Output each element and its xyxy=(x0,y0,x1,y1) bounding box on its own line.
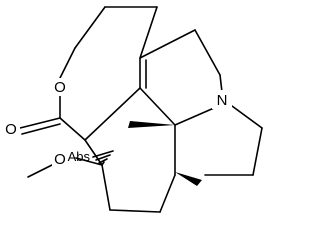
bond-ome-ch3 xyxy=(27,164,53,178)
bond-c1-c12 xyxy=(74,6,106,49)
bond-n-c13 xyxy=(174,107,215,126)
bond-c9-c13 xyxy=(139,87,176,126)
ring-oxygen-label: O xyxy=(54,79,66,96)
bond-c12-oring xyxy=(59,47,76,79)
structure-canvas: O O N O Abs xyxy=(5,6,263,213)
bond-c6-c7 xyxy=(252,127,263,176)
bond-c5-n xyxy=(219,74,223,93)
wedge-bond-c13 xyxy=(128,121,175,128)
wedge-bond-c8 xyxy=(175,172,202,186)
bond-c15-c16 xyxy=(101,164,111,211)
bond-c4-c5 xyxy=(194,29,221,76)
bond-c8-c14 xyxy=(159,174,176,213)
stereo-abs-label: Abs xyxy=(68,149,91,164)
methoxy-oxygen-label: O xyxy=(54,151,66,168)
bond-c3-c4 xyxy=(139,29,196,59)
bond-c2-c3 xyxy=(139,6,158,59)
bond-c14-c15 xyxy=(109,209,161,213)
bond-c11-co-double xyxy=(21,123,61,135)
hash-bond-c16 xyxy=(92,150,114,166)
nitrogen-label: N xyxy=(217,92,228,109)
bond-c11-co xyxy=(19,117,61,129)
bond-c16-ome xyxy=(75,157,103,166)
bond-c16-c10 xyxy=(84,139,103,166)
carbonyl-oxygen-label: O xyxy=(5,121,17,138)
bond-c11-c10 xyxy=(59,117,86,141)
bond-c10-c9 xyxy=(84,87,141,141)
bond-n-c6 xyxy=(231,105,263,129)
molecule-diagram: O O N O Abs xyxy=(5,6,263,213)
